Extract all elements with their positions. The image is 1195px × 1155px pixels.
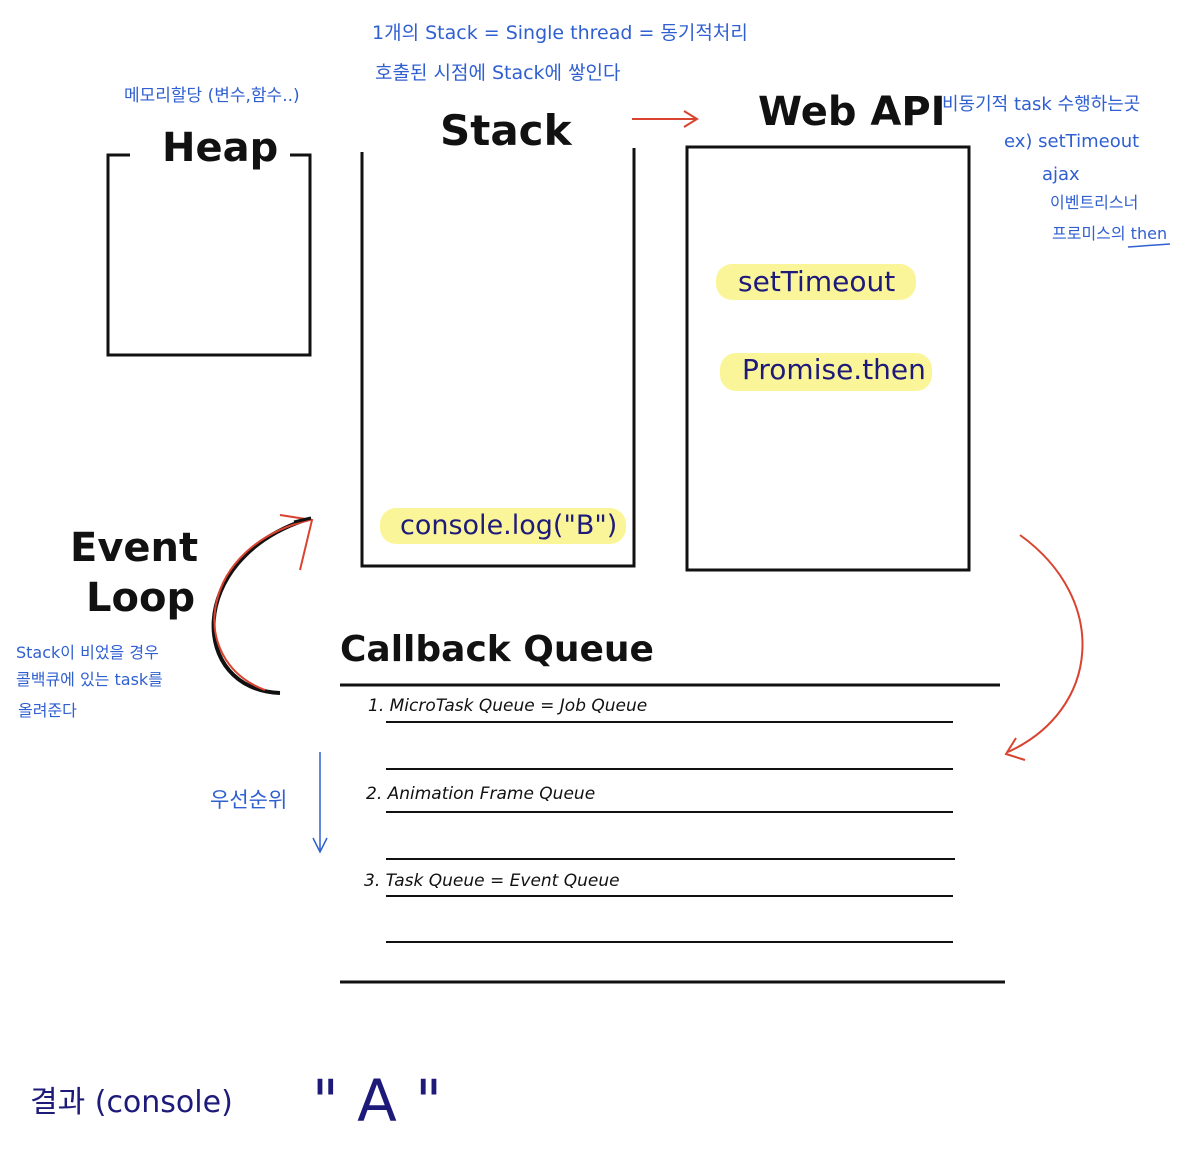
event-loop-title-line1: Event — [70, 525, 199, 571]
queue-task: 3. Task Queue = Event Queue — [364, 871, 620, 891]
stack-title: Stack — [440, 106, 572, 155]
event-loop-title-line2: Loop — [86, 575, 196, 621]
webapi-item-settimeout: setTimeout — [738, 265, 896, 298]
stack-item-highlight — [380, 508, 626, 544]
priority-label: 우선순위 — [210, 788, 288, 812]
webapi-example-1: ex) setTimeout — [1004, 131, 1140, 152]
event-loop-note-line1: Stack이 비었을 경우 — [16, 643, 159, 662]
priority-arrow — [312, 752, 328, 854]
webapi-item-promise-then: Promise.then — [742, 353, 926, 386]
queue-animation-frame: 2. Animation Frame Queue — [366, 784, 596, 804]
stack-note-line2: 호출된 시점에 Stack에 쌓인다 — [375, 62, 621, 84]
heap-note: 메모리할당 (변수,함수..) — [124, 86, 300, 106]
stack-to-webapi-arrow — [632, 110, 699, 128]
webapi-item-highlight-2 — [720, 353, 932, 391]
webapi-example-4: 프로미스의 then — [1052, 224, 1168, 243]
callback-queue-title: Callback Queue — [340, 629, 654, 670]
stack-box — [360, 148, 636, 568]
heap-box — [106, 153, 312, 357]
webapi-example-2: ajax — [1042, 164, 1080, 185]
webapi-item-highlight-1 — [716, 264, 916, 300]
webapi-to-queue-arrow — [1004, 534, 1084, 761]
webapi-example-3: 이벤트리스너 — [1050, 193, 1139, 212]
result-label: 결과 (console) — [30, 1085, 233, 1120]
callback-queue-lines — [340, 683, 1005, 984]
event-loop-arrow — [211, 514, 314, 695]
stack-note-line1: 1개의 Stack = Single thread = 동기적처리 — [372, 22, 748, 44]
stack-item: console.log("B") — [400, 510, 618, 541]
event-loop-note-line3: 올려준다 — [18, 701, 77, 720]
heap-title: Heap — [162, 125, 279, 171]
queue-slot-lines — [386, 721, 955, 943]
queue-microtask: 1. MicroTask Queue = Job Queue — [368, 696, 648, 716]
webapi-title: Web API — [758, 89, 946, 135]
webapi-note: 비동기적 task 수행하는곳 — [942, 94, 1141, 115]
result-value: " A " — [312, 1067, 442, 1135]
then-underline — [1127, 243, 1171, 248]
event-loop-note-line2: 콜백큐에 있는 task를 — [16, 670, 163, 689]
webapi-box — [685, 145, 971, 572]
